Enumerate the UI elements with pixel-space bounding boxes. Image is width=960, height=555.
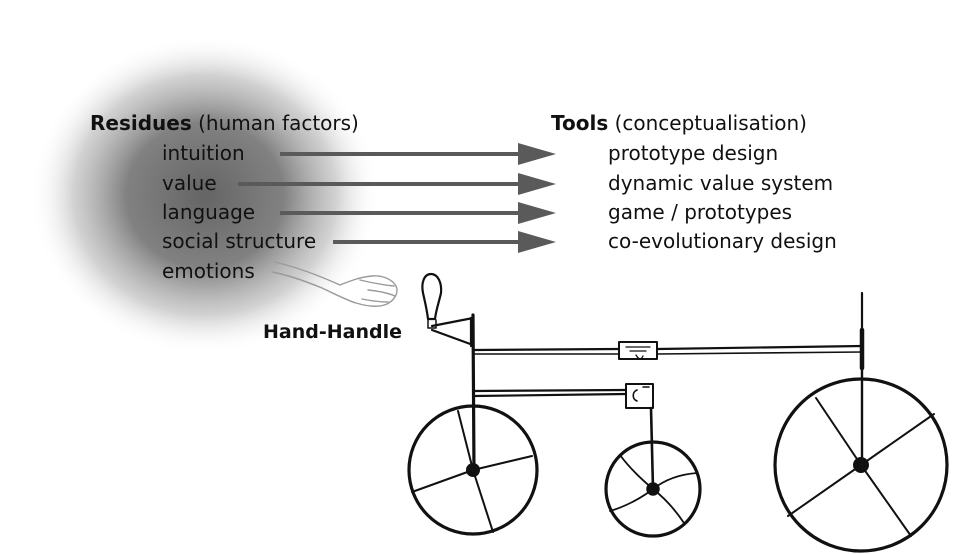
arrow-head-2: [518, 173, 556, 195]
residues-heading: Residues (human factors): [90, 111, 359, 135]
tools-subtitle: (conceptualisation): [614, 111, 807, 135]
upper-connector-box: [618, 341, 658, 360]
left-wheel: [407, 404, 539, 536]
mapping-arrows: [238, 152, 520, 244]
tool-item-game-prototypes: game / prototypes: [608, 200, 793, 224]
tool-item-dynamic-value-system: dynamic value system: [608, 171, 834, 195]
residues-title: Residues: [90, 111, 192, 135]
handle-lever: [430, 316, 475, 348]
hand-sketch: [271, 261, 398, 307]
right-wheel: [773, 377, 949, 553]
residue-item-value: value: [162, 171, 217, 195]
lower-connector-box: [625, 383, 654, 409]
tool-item-prototype-design: prototype design: [608, 141, 779, 165]
residue-item-emotions: emotions: [162, 259, 255, 283]
residues-subtitle: (human factors): [198, 111, 359, 135]
middle-post: [649, 406, 655, 491]
upper-frame-bar: [472, 344, 864, 352]
residue-item-language: language: [162, 200, 256, 224]
hand-handle-label: Hand-Handle: [263, 321, 402, 343]
arrow-head-3: [518, 202, 556, 224]
tools-heading: Tools (conceptualisation): [551, 111, 807, 135]
arrow-heads: [518, 143, 556, 253]
arrow-head-4: [518, 231, 556, 253]
arrow-head-1: [518, 143, 556, 165]
residues-shadow-cloud: [30, 35, 380, 355]
handle-grip: [421, 272, 443, 321]
lower-frame-bar: [472, 388, 628, 398]
residue-item-social-structure: social structure: [162, 229, 317, 253]
left-post: [471, 313, 476, 474]
middle-wheel: [604, 440, 702, 538]
residue-item-intuition: intuition: [162, 141, 245, 165]
tool-item-co-evolutionary-design: co-evolutionary design: [608, 229, 837, 253]
sketch-machine: [407, 272, 949, 553]
tools-title: Tools: [551, 111, 609, 135]
